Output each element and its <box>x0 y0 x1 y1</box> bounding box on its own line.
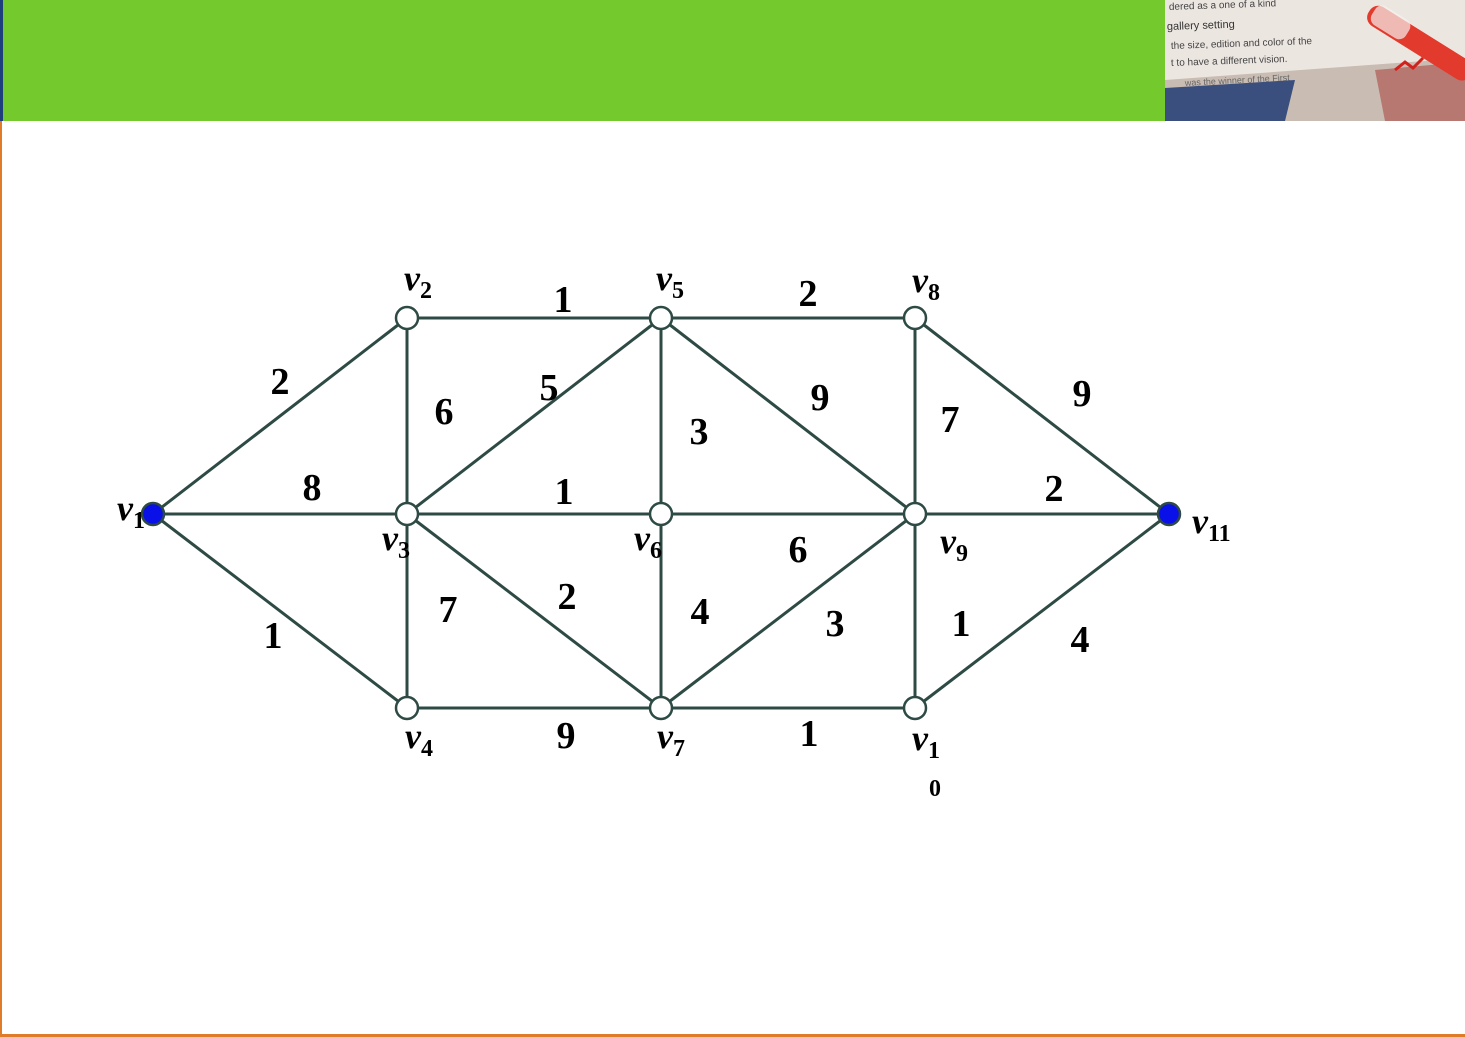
node-label-subscript: 6 <box>650 538 662 564</box>
edge-weight-v2-v3: 6 <box>435 391 454 433</box>
edge-weight-v6-v9: 6 <box>789 529 808 571</box>
node-label-base: v <box>634 518 651 558</box>
edge-weight-v3-v6: 1 <box>555 471 574 513</box>
node-label-base: v <box>117 488 134 528</box>
node-label-v6: v6 <box>634 518 662 564</box>
header-photo-image: dered as a one of a kind gallery setting… <box>1165 0 1465 121</box>
edge-v1-v4 <box>152 512 408 710</box>
node-label-subscript-overflow: 0 <box>929 776 941 802</box>
node-v3 <box>394 501 420 527</box>
edge-weight-v9-v10: 1 <box>952 603 971 645</box>
node-label-v3: v3 <box>382 518 410 564</box>
node-label-base: v <box>405 716 422 756</box>
node-label-subscript: 9 <box>956 541 968 567</box>
node-v9 <box>902 501 928 527</box>
node-label-base: v <box>404 258 421 298</box>
node-label-base: v <box>912 260 929 300</box>
node-label-subscript: 1 <box>133 508 145 534</box>
node-v1 <box>140 501 166 527</box>
node-label-base: v <box>912 718 929 758</box>
node-label-v7: v7 <box>657 716 685 762</box>
edge-v5-v9 <box>660 316 916 516</box>
node-label-v5: v5 <box>656 258 684 304</box>
node-v2 <box>394 305 420 331</box>
node-label-v2: v2 <box>404 258 432 304</box>
edge-v3-v7 <box>406 512 662 710</box>
edge-weight-v5-v8: 2 <box>799 273 818 315</box>
edge-weight-v6-v7: 4 <box>691 591 710 633</box>
node-label-subscript: 3 <box>398 538 410 564</box>
edge-weight-v10-v11: 4 <box>1071 619 1090 661</box>
edge-weight-v5-v6: 3 <box>690 411 709 453</box>
edge-weight-v3-v5: 5 <box>540 367 559 409</box>
node-label-subscript: 11 <box>1208 521 1231 547</box>
edge-weight-v9-v11: 2 <box>1045 468 1064 510</box>
edge-weight-v1-v3: 8 <box>303 467 322 509</box>
node-label-v8: v8 <box>912 260 940 306</box>
edge-weight-v1-v2: 2 <box>271 361 290 403</box>
edge-v8-v11 <box>914 316 1170 516</box>
node-label-v10: v1 <box>912 718 940 764</box>
node-label-v1: v1 <box>117 488 145 534</box>
node-label-base: v <box>940 521 957 561</box>
node-label-subscript: 2 <box>420 278 432 304</box>
edge-v3-v5 <box>406 316 662 516</box>
node-label-subscript: 1 <box>928 738 940 764</box>
node-label-subscript: 8 <box>928 280 940 306</box>
node-label-subscript: 7 <box>673 736 685 762</box>
edge-weight-v8-v11: 9 <box>1073 373 1092 415</box>
edge-v10-v11 <box>914 512 1170 710</box>
node-v6 <box>648 501 674 527</box>
node-label-subscript: 5 <box>672 278 684 304</box>
node-label-base: v <box>656 258 673 298</box>
edge-layer <box>152 316 1170 710</box>
node-label-base: v <box>657 716 674 756</box>
red-pen-image <box>1367 5 1465 81</box>
edge-weight-v2-v5: 1 <box>554 279 573 321</box>
edge-weight-v7-v10: 1 <box>800 713 819 755</box>
node-layer <box>140 305 1182 721</box>
node-label-subscript: 4 <box>421 736 433 762</box>
edge-weight-v8-v9: 7 <box>941 399 960 441</box>
edge-weight-v7-v9: 3 <box>826 603 845 645</box>
node-v8 <box>902 305 928 331</box>
edge-weight-layer: 2 8 1 1 6 5 1 7 2 9 2 3 9 6 4 3 1 7 9 2 1 4 <box>264 273 1092 757</box>
node-label-v9: v9 <box>940 521 968 567</box>
node-v11 <box>1156 501 1182 527</box>
header-bar <box>0 0 1165 121</box>
photo-text-line: t to have a different vision. <box>1171 54 1288 69</box>
photo-text-line: the size, edition and color of the <box>1171 36 1313 52</box>
node-label-base: v <box>1192 501 1209 541</box>
node-v4 <box>394 695 420 721</box>
edge-v1-v2 <box>152 316 408 516</box>
node-label-base: v <box>382 518 399 558</box>
edge-weight-v1-v4: 1 <box>264 615 283 657</box>
node-label-v11: v11 <box>1192 501 1231 547</box>
edge-v7-v9 <box>660 512 916 710</box>
edge-weight-v4-v7: 9 <box>557 715 576 757</box>
photo-text-line: dered as a one of a kind <box>1169 0 1277 13</box>
node-label-v4: v4 <box>405 716 433 762</box>
edge-weight-v3-v4: 7 <box>439 589 458 631</box>
node-v7 <box>648 695 674 721</box>
edge-weight-v5-v9: 9 <box>811 377 830 419</box>
node-v10 <box>902 695 928 721</box>
header-photo: dered as a one of a kind gallery setting… <box>1165 0 1465 121</box>
edge-weight-v3-v7: 2 <box>558 576 577 618</box>
node-v5 <box>648 305 674 331</box>
photo-text-line: gallery setting <box>1167 19 1235 33</box>
